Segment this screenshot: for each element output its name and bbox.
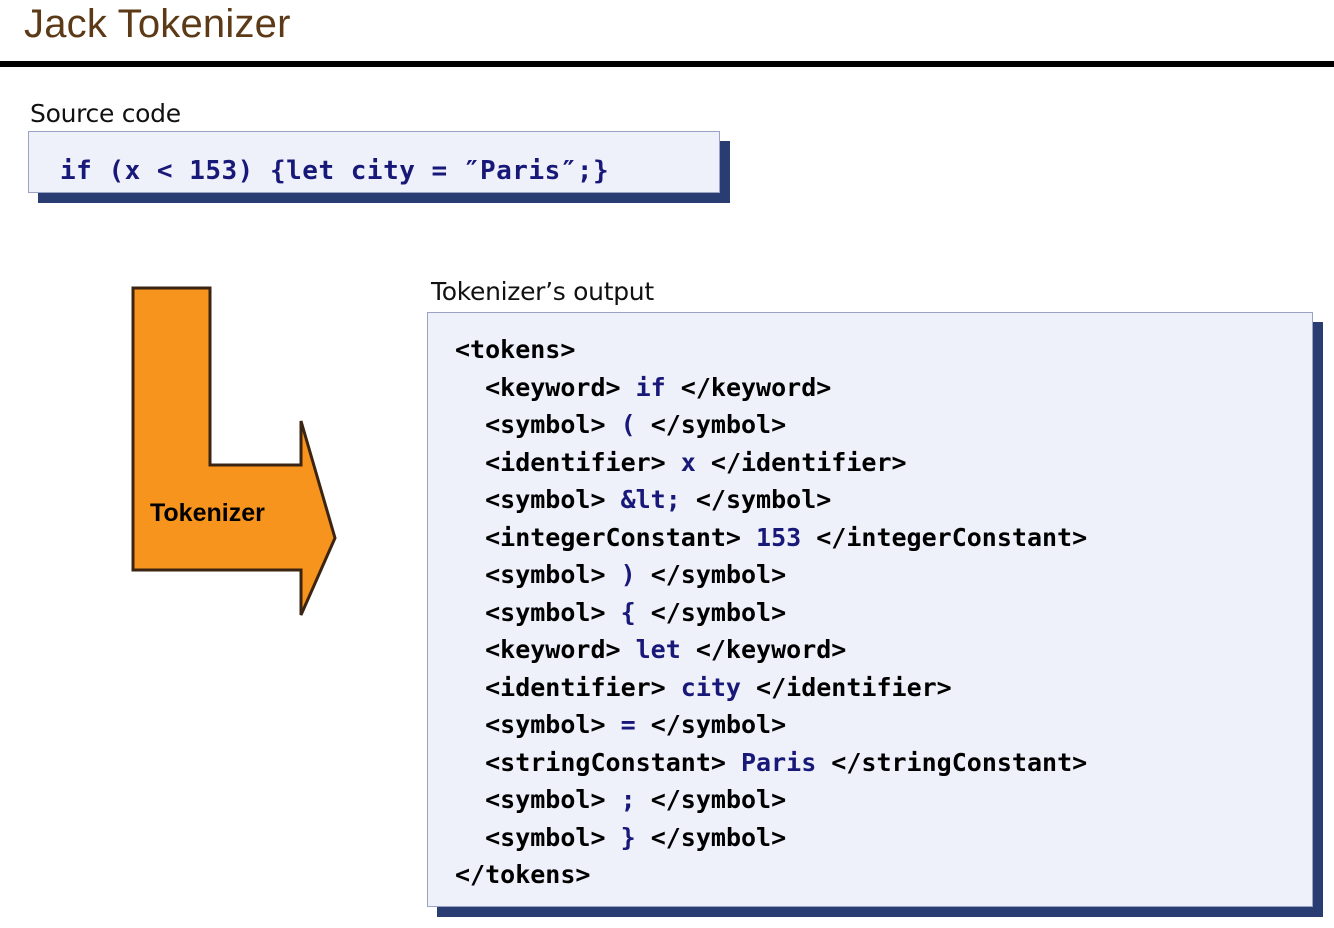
output-token-value: city <box>680 672 741 702</box>
output-tag-close: </symbol> <box>680 485 832 514</box>
output-tag-open: <symbol> <box>455 485 621 514</box>
output-tag-open: </tokens> <box>455 860 591 889</box>
output-token-value: if <box>635 372 666 402</box>
output-tag-open: <symbol> <box>455 822 621 852</box>
output-tag-open: <tokens> <box>455 335 576 364</box>
output-line: <keyword> let </keyword> <box>455 631 1305 669</box>
tokenizer-output-panel <box>427 312 1313 907</box>
output-line: <symbol> ; </symbol> <box>455 781 1305 819</box>
tokenizer-output-xml: <tokens> <keyword> if </keyword> <symbol… <box>455 331 1305 894</box>
output-token-value: ; <box>620 785 636 814</box>
output-tag-close: </symbol> <box>635 785 787 814</box>
output-tag-open: <integerConstant> <box>455 522 757 552</box>
title-divider <box>0 61 1334 67</box>
output-token-value: { <box>620 597 636 627</box>
output-tag-close: </symbol> <box>635 710 787 739</box>
output-token-value: ) <box>620 560 636 589</box>
output-tag-open: <identifier> <box>455 672 681 702</box>
output-token-value: Paris <box>740 747 817 777</box>
output-tag-close: </stringConstant> <box>816 747 1088 777</box>
output-token-value: = <box>620 710 636 739</box>
output-tag-open: <symbol> <box>455 410 621 439</box>
output-line: <identifier> x </identifier> <box>455 444 1305 482</box>
output-line: <symbol> ( </symbol> <box>455 406 1305 444</box>
output-line: <stringConstant> Paris </stringConstant> <box>455 744 1305 782</box>
output-tag-open: <symbol> <box>455 785 621 814</box>
output-line: </tokens> <box>455 856 1305 894</box>
output-token-value: } <box>620 822 636 852</box>
output-token-value: ( <box>620 410 636 439</box>
output-tag-close: </integerConstant> <box>801 522 1088 552</box>
tokenizer-output-caption: Tokenizer’s output <box>431 277 654 306</box>
output-line: <integerConstant> 153 </integerConstant> <box>455 519 1305 557</box>
output-token-value: &lt; <box>620 485 681 514</box>
output-tag-open: <symbol> <box>455 597 621 627</box>
source-code-text: if (x < 153) {let city = ″Paris″;} <box>60 156 610 186</box>
output-line: <symbol> } </symbol> <box>455 819 1305 857</box>
output-tag-close: </symbol> <box>635 410 787 439</box>
output-tag-close: </identifier> <box>741 672 952 702</box>
output-tag-open: <keyword> <box>455 372 636 402</box>
output-token-value: 153 <box>756 522 802 552</box>
source-code-caption: Source code <box>30 99 181 128</box>
output-tag-close: </keyword> <box>665 372 832 402</box>
output-tag-close: </symbol> <box>635 597 787 627</box>
output-tag-open: <symbol> <box>455 710 621 739</box>
output-line: <symbol> { </symbol> <box>455 594 1305 632</box>
output-line: <symbol> ) </symbol> <box>455 556 1305 594</box>
tokenizer-arrow-label: Tokenizer <box>150 499 265 527</box>
output-tag-open: <keyword> <box>455 635 636 664</box>
arrow-polygon <box>131 286 337 616</box>
source-code-panel <box>28 131 720 193</box>
output-tag-close: </identifier> <box>695 447 907 477</box>
output-line: <tokens> <box>455 331 1305 369</box>
output-tag-open: <symbol> <box>455 560 621 589</box>
output-tag-close: </keyword> <box>680 635 847 664</box>
output-tag-open: <identifier> <box>455 447 681 477</box>
tokenizer-arrow-icon <box>131 286 337 616</box>
output-token-value: let <box>635 635 681 664</box>
output-line: <symbol> &lt; </symbol> <box>455 481 1305 519</box>
output-line: <keyword> if </keyword> <box>455 369 1305 407</box>
output-tag-close: </symbol> <box>635 560 787 589</box>
output-tag-open: <stringConstant> <box>455 747 741 777</box>
output-tag-close: </symbol> <box>635 822 787 852</box>
output-line: <identifier> city </identifier> <box>455 669 1305 707</box>
output-line: <symbol> = </symbol> <box>455 706 1305 744</box>
output-token-value: x <box>680 447 696 477</box>
page-title: Jack Tokenizer <box>24 2 291 46</box>
